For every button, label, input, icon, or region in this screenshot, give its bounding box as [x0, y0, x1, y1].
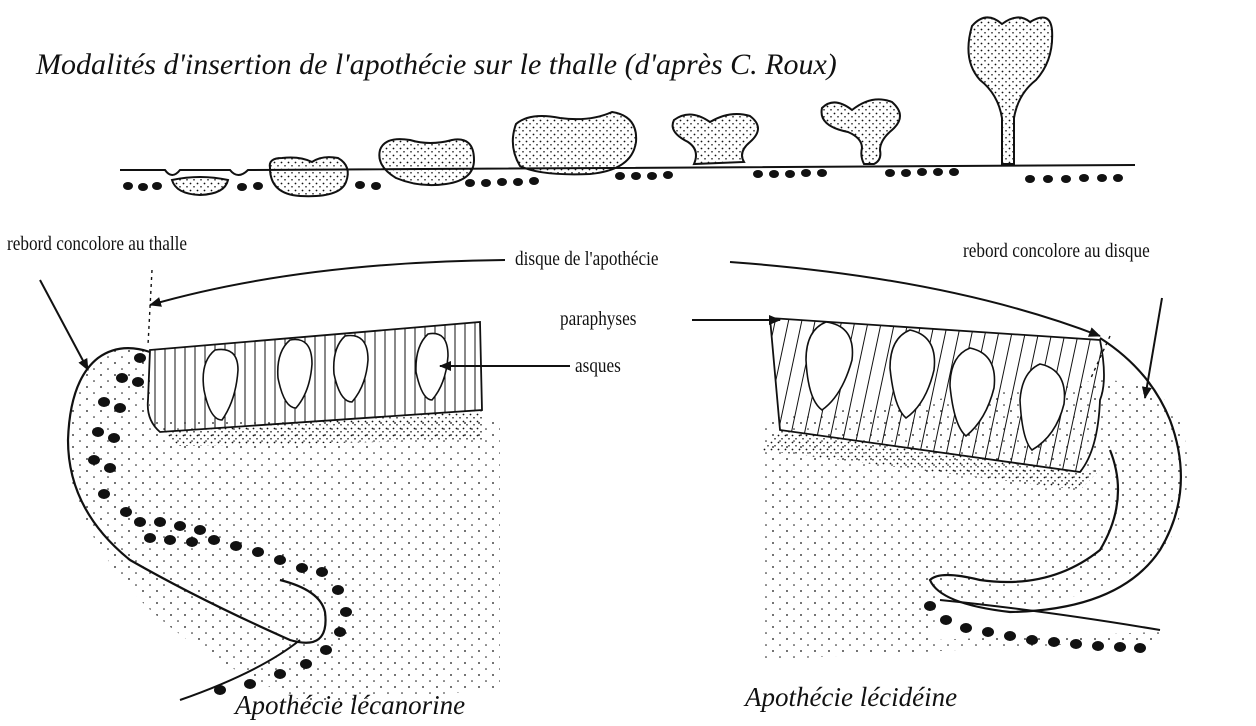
- apothecium-stage-7: [968, 17, 1052, 164]
- label-rebord-thalle: rebord concolore au thalle: [7, 233, 187, 256]
- label-paraphyses: paraphyses: [560, 308, 636, 331]
- caption-lecanorine: Apothécie lécanorine: [235, 690, 465, 721]
- insertion-sequence: [120, 17, 1135, 196]
- arrow-rebord-thalle: [40, 280, 88, 370]
- dashed-left: [148, 270, 152, 345]
- apothecium-stage-6: [822, 99, 900, 164]
- arrow-disque-left: [150, 260, 505, 305]
- lecideine-lower-edge: [940, 600, 1160, 630]
- apothecium-stage-1: [172, 177, 228, 195]
- apothecium-stage-5: [673, 114, 758, 164]
- apothecium-lecanorine: [68, 322, 500, 702]
- label-rebord-disque: rebord concolore au disque: [963, 240, 1150, 263]
- label-disque: disque de l'apothécie: [515, 248, 659, 271]
- apothecium-stage-4: [513, 112, 636, 174]
- caption-lecideine: Apothécie lécidéine: [745, 682, 957, 713]
- arrow-rebord-disque: [1145, 298, 1162, 398]
- apothecium-stage-3: [379, 139, 474, 185]
- apothecium-lecideine: [760, 318, 1188, 660]
- label-asques: asques: [575, 355, 621, 378]
- apothecium-stage-2: [270, 157, 348, 196]
- diagram-title: Modalités d'insertion de l'apothécie sur…: [36, 48, 837, 82]
